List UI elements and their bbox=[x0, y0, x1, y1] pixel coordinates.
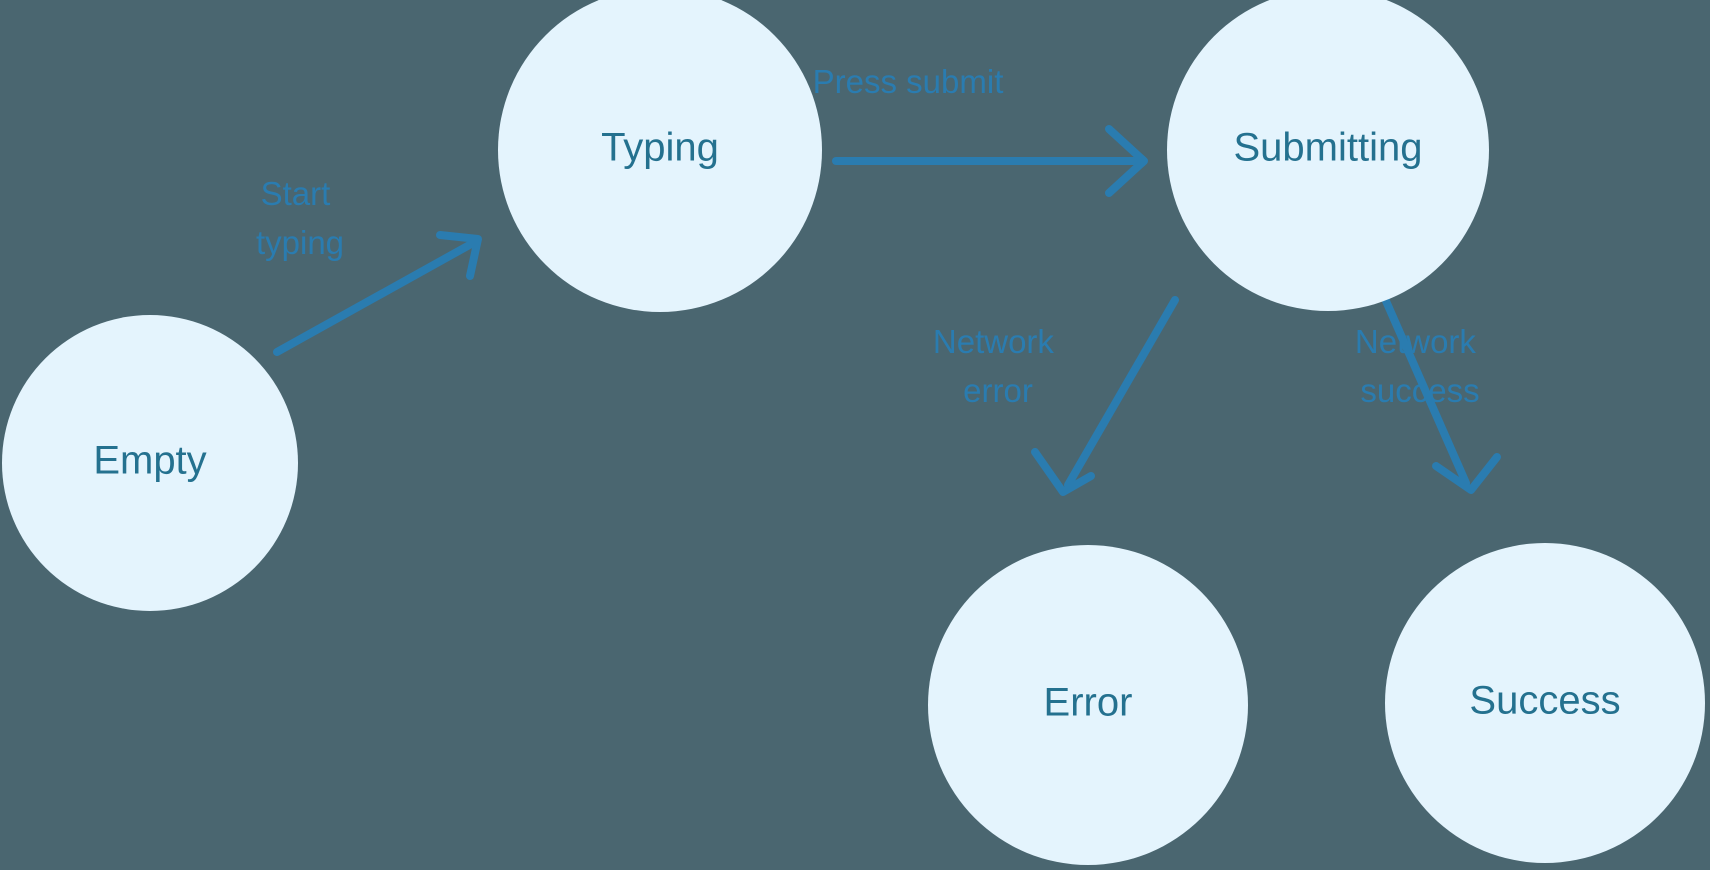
edge-empty-to-typing-arrowhead bbox=[436, 231, 482, 280]
node-error-circle[interactable] bbox=[928, 545, 1248, 865]
node-submitting-circle[interactable] bbox=[1167, 0, 1489, 311]
node-empty[interactable]: Empty bbox=[2, 315, 298, 611]
node-success-circle[interactable] bbox=[1385, 543, 1705, 863]
edge-submitting-to-error-arrowhead bbox=[1031, 448, 1095, 496]
edge-submitting-to-error-line bbox=[1064, 296, 1179, 489]
node-submitting[interactable]: Submitting bbox=[1167, 0, 1489, 311]
node-typing-label: Typing bbox=[601, 126, 719, 170]
node-empty-circle[interactable] bbox=[2, 315, 298, 611]
edge-submitting-to-success: Network success bbox=[1355, 297, 1501, 494]
edge-label-network-error-line-0: Network bbox=[933, 323, 1055, 360]
edge-label-start-typing: Start typing bbox=[256, 175, 344, 261]
edge-label-network-success-line-0: Network bbox=[1355, 323, 1477, 360]
edge-typing-to-submitting-arrowhead bbox=[1105, 125, 1148, 197]
node-success-label: Success bbox=[1469, 679, 1620, 723]
node-typing-circle[interactable] bbox=[498, 0, 822, 312]
edge-empty-to-typing: Start typing bbox=[256, 175, 482, 356]
edge-label-press-submit: Press submit bbox=[813, 63, 1004, 100]
node-success[interactable]: Success bbox=[1385, 543, 1705, 863]
node-error[interactable]: Error bbox=[928, 545, 1248, 865]
edge-submitting-to-success-line bbox=[1382, 297, 1470, 487]
edge-submitting-to-error: Network error bbox=[933, 296, 1179, 496]
edge-label-network-success-line-1: success bbox=[1360, 372, 1479, 409]
edge-label-network-error-line-1: error bbox=[963, 372, 1033, 409]
edge-label-network-error: Network error bbox=[933, 323, 1063, 409]
edge-label-start-typing-line-1: typing bbox=[256, 224, 344, 261]
node-typing[interactable]: Typing bbox=[498, 0, 822, 312]
node-empty-label: Empty bbox=[93, 439, 206, 483]
edge-typing-to-submitting: Press submit bbox=[813, 63, 1148, 197]
edge-empty-to-typing-line bbox=[273, 239, 477, 356]
node-error-label: Error bbox=[1044, 681, 1133, 725]
edge-label-network-success: Network success bbox=[1355, 323, 1485, 409]
edge-submitting-to-success-arrowhead bbox=[1432, 453, 1501, 494]
node-submitting-label: Submitting bbox=[1234, 126, 1423, 170]
edge-label-press-submit-line-0: Press submit bbox=[813, 63, 1004, 100]
edge-label-start-typing-line-0: Start bbox=[261, 175, 331, 212]
